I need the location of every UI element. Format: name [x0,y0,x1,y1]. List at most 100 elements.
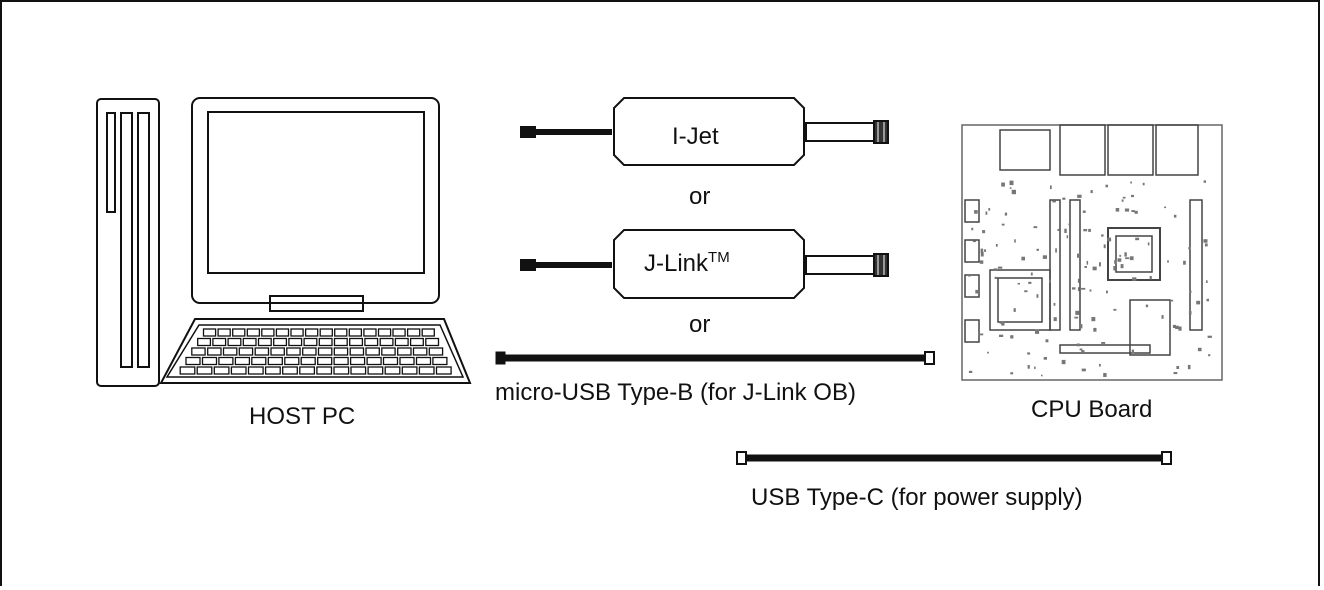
board-component [1079,348,1083,351]
keyboard-key [333,347,349,356]
board-component [1113,308,1117,311]
board-component [1178,326,1182,331]
board-component [1196,300,1201,305]
board-component [1120,264,1124,269]
keyboard-key [366,356,382,366]
board-component [1101,342,1106,344]
keyboard-key [230,366,247,375]
board-component [1129,256,1134,261]
or-label-2: or [689,311,711,338]
board-component [1092,266,1097,271]
board-component [1001,321,1005,326]
board-component [1014,239,1016,243]
board-component [1145,304,1149,308]
keyboard-key [421,328,435,337]
jlink-probe-icon [520,229,889,299]
keyboard-key [234,356,251,366]
board-component [1004,212,1008,216]
keyboard-key [246,328,261,337]
board-component [1057,228,1060,231]
keyboard-key [212,337,227,347]
board-component [1084,266,1087,268]
keyboard-key [367,366,384,375]
board-component [975,289,979,294]
board-component [1011,189,1016,195]
board-component [1027,352,1031,355]
board-component [1033,226,1038,229]
board-component [983,249,987,252]
keyboard-key [201,356,218,366]
keyboard-key [284,356,300,366]
board-component [1106,290,1108,294]
board-component [1147,242,1150,246]
board-component [1206,298,1209,302]
board-component [1083,229,1088,232]
keyboard-key [254,347,270,356]
board-component [1091,317,1096,322]
board-component [1188,311,1192,315]
board-component [968,275,971,277]
keyboard-key [185,356,201,366]
keyboard-key [304,328,319,337]
keyboard-key [415,356,432,366]
board-component [1088,228,1091,232]
keyboard-key [222,347,238,356]
keyboard-key [275,328,290,337]
keyboard-key [364,337,379,347]
board-component [1052,200,1056,203]
keyboard-key [257,337,272,347]
keyboard-key [318,337,333,347]
board-component [1077,194,1082,198]
keyboard-key [267,356,283,366]
board-component [1021,256,1025,261]
board-component [1101,234,1104,237]
board-component [1125,257,1130,260]
keyboard-key [435,366,452,375]
board-component [1131,349,1134,354]
keyboard-key [394,337,409,347]
keyboard-key [363,328,377,337]
board-component [1045,339,1049,343]
board-component [1131,194,1134,198]
board-component [1124,208,1130,212]
board-component [1009,187,1012,189]
keyboard-key [273,337,288,347]
board-component [1055,248,1057,253]
board-component [1093,327,1097,332]
keyboard-key [319,328,333,337]
keyboard-icon [159,318,472,384]
board-component [1081,368,1086,372]
keyboard-key [251,356,267,366]
board-component [980,248,984,253]
board-component [1124,252,1127,257]
board-component [1183,260,1186,265]
board-component [1081,287,1086,290]
board-component [1001,223,1005,226]
board-component [1208,354,1211,357]
board-component [1077,278,1080,283]
board-component [1053,317,1057,322]
board-component [1114,260,1117,264]
board-component [1043,357,1047,360]
jlink-label: J-LinkTM [644,250,730,276]
board-component [1062,197,1066,200]
keyboard-key [242,337,257,347]
board-component [1064,228,1067,233]
jlink-label-text: J-Link [644,250,709,277]
micro-usb-label: micro-USB Type-B (for J-Link OB) [495,379,856,406]
keyboard-key [379,337,394,347]
board-component [1061,359,1066,365]
keyboard-key [382,356,399,366]
ijet-probe-icon [520,97,889,166]
keyboard-key [334,328,348,337]
keyboard-key [207,347,222,356]
keyboard-key [179,366,196,375]
board-component [1041,374,1043,377]
board-component [1204,243,1208,247]
board-component [972,240,977,243]
board-component [1176,366,1180,369]
board-component [1203,180,1206,183]
keyboard-key [288,337,303,347]
keyboard-key [202,328,217,337]
